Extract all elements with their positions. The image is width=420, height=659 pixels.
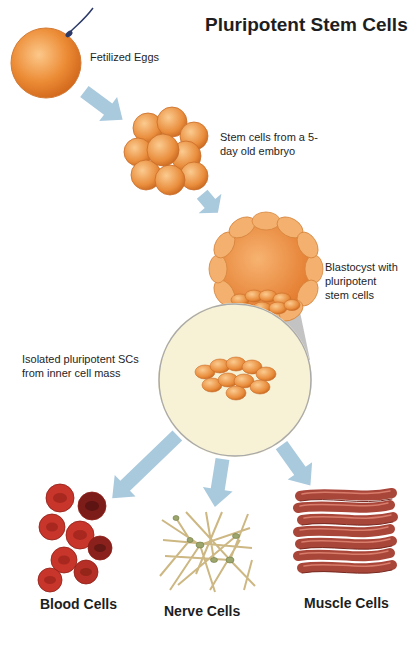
muscle-cells [298, 491, 393, 573]
cell-type-node: Muscle Cells [295, 488, 395, 580]
nerve-cells [160, 512, 255, 592]
cell-type-node: Nerve Cells [160, 510, 256, 592]
node-label: Stem cells from a 5-day old embryo [220, 131, 320, 159]
blood-cells [38, 484, 112, 592]
node-label: Muscle Cells [304, 595, 414, 613]
cell-type-node: Blood Cells [38, 485, 110, 585]
node-label: Fetilized Eggs [90, 51, 185, 65]
node-label: Blood Cells [40, 596, 150, 614]
circle-outline [158, 303, 312, 457]
block-arrow [276, 441, 312, 486]
block-arrow [112, 430, 182, 498]
egg-cell [11, 8, 93, 98]
morula-cluster [124, 107, 208, 195]
magnified-view [158, 303, 312, 457]
magnified-circle: Isolated pluripotent SCs from inner cell… [158, 303, 312, 457]
node-label: Blastocyst with pluripotent stem cells [325, 261, 403, 302]
stage-node: Stem cells from a 5-day old embryo [125, 112, 207, 192]
block-arrow [80, 86, 122, 121]
block-arrow [203, 458, 233, 507]
stage-node: Fetilized Eggs [10, 27, 82, 99]
node-label: Nerve Cells [164, 603, 274, 621]
circle-border [159, 304, 311, 456]
stage-node: Blastocyst with pluripotent stem cells [212, 215, 320, 323]
block-arrow [197, 190, 222, 214]
diagram-title: Pluripotent Stem Cells [205, 14, 408, 36]
circle-label: Isolated pluripotent SCs from inner cell… [22, 353, 152, 381]
